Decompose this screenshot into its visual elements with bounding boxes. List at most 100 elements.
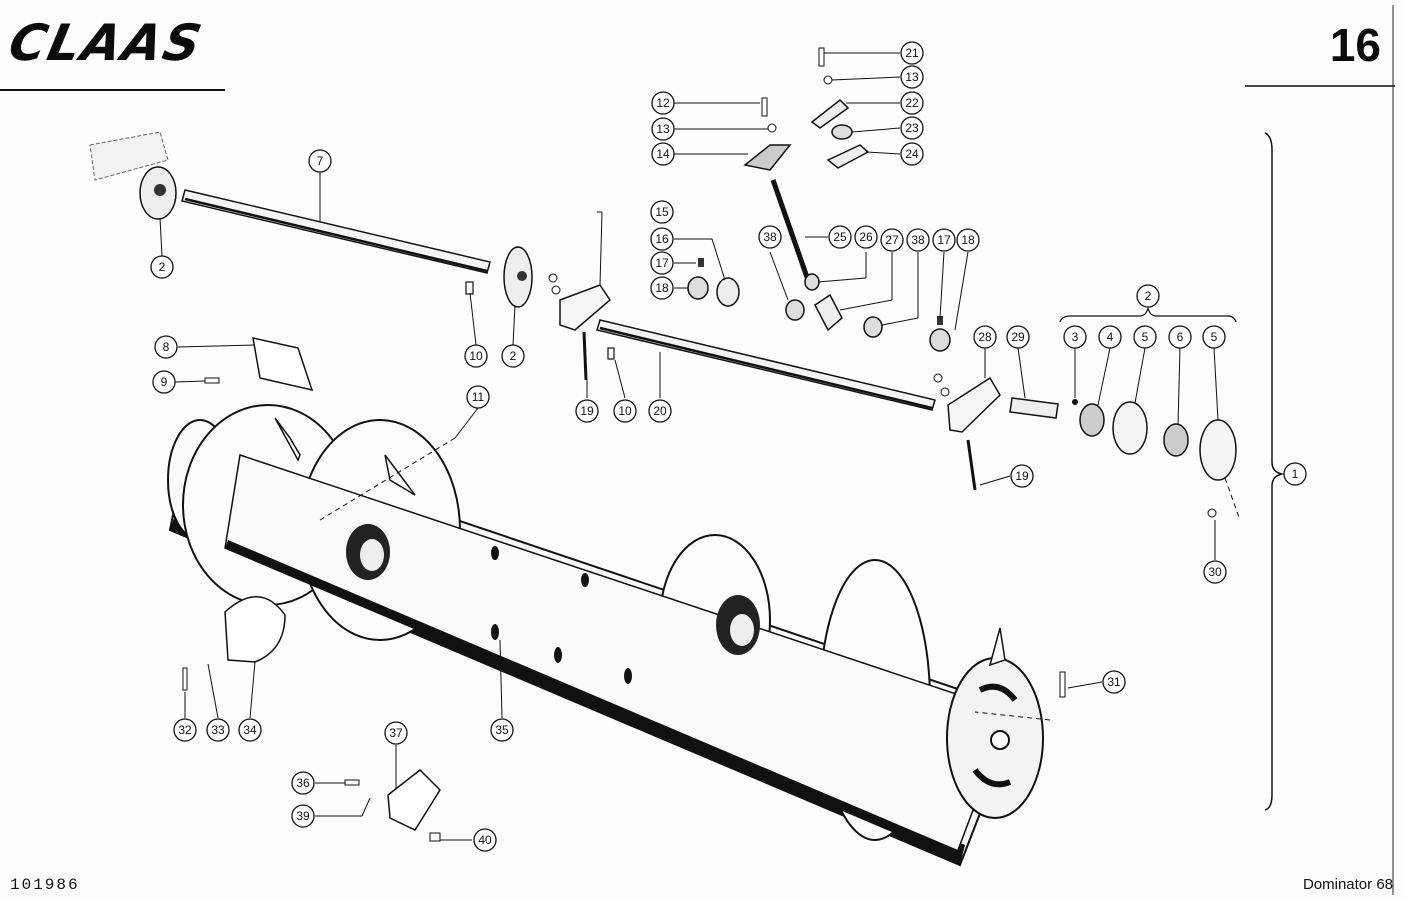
svg-text:12: 12	[656, 96, 670, 110]
svg-text:10: 10	[469, 349, 483, 363]
svg-text:20: 20	[653, 404, 667, 418]
svg-text:22: 22	[905, 96, 919, 110]
callout-19: 19	[575, 399, 599, 423]
callout-21: 21	[900, 41, 924, 65]
callout-26: 26	[854, 225, 878, 249]
flange-5-a	[1112, 401, 1148, 455]
pin-29	[1009, 397, 1059, 419]
svg-text:38: 38	[911, 233, 925, 247]
svg-text:7: 7	[317, 154, 324, 168]
lower-shaft-group	[548, 273, 1001, 491]
callout-27: 27	[880, 228, 904, 252]
cover-34	[224, 596, 286, 663]
nut-26	[804, 273, 820, 291]
svg-text:25: 25	[833, 230, 847, 244]
callout-10: 10	[464, 344, 488, 368]
svg-text:21: 21	[905, 46, 919, 60]
bolt-21	[818, 47, 825, 67]
svg-text:40: 40	[478, 833, 492, 847]
svg-text:2: 2	[510, 349, 517, 363]
bushing-38-a	[785, 299, 805, 321]
svg-text:18: 18	[961, 233, 975, 247]
svg-text:33: 33	[211, 723, 225, 737]
assembly-bracket	[1264, 132, 1283, 811]
callout-2: 2	[150, 255, 174, 279]
end-cap-hub	[990, 730, 1010, 750]
callout-37: 37	[384, 721, 408, 745]
callout-9: 9	[152, 370, 176, 394]
callout-25: 25	[828, 225, 852, 249]
callout-24: 24	[900, 142, 924, 166]
svg-text:4: 4	[1107, 330, 1114, 344]
svg-text:30: 30	[1208, 565, 1222, 579]
callout-31: 31	[1102, 670, 1126, 694]
callout-16: 16	[650, 227, 674, 251]
bearing-block-right	[947, 376, 1001, 433]
callout-15: 15	[650, 200, 674, 224]
nut-13-a	[767, 123, 777, 133]
document-number: 101986	[10, 876, 80, 894]
bolt-31	[1059, 671, 1066, 698]
auger-tube-front-shadow	[225, 540, 958, 858]
collar-18	[687, 276, 709, 300]
callout-11: 11	[466, 385, 490, 409]
end-cap-slot-1	[978, 683, 1018, 702]
setscrew-17	[698, 258, 704, 267]
callout-18: 18	[650, 276, 674, 300]
bolt-9	[204, 377, 220, 384]
callout-7: 7	[308, 149, 332, 173]
yoke-27	[814, 293, 843, 332]
page-number: 16	[1329, 19, 1381, 71]
callout-33: 33	[206, 718, 230, 742]
callout-5: 5	[1133, 325, 1157, 349]
callout-2: 2	[501, 344, 525, 368]
bracket-37	[387, 769, 441, 831]
svg-text:37: 37	[389, 726, 403, 740]
callout-38: 38	[906, 228, 930, 252]
callout-28: 28	[973, 325, 997, 349]
nut-13-b	[823, 75, 833, 85]
callout-5: 5	[1202, 325, 1226, 349]
svg-text:19: 19	[580, 404, 594, 418]
callout-10: 10	[613, 399, 637, 423]
ring-3	[1072, 399, 1078, 405]
bolt-12	[761, 97, 768, 117]
callout-34: 34	[238, 718, 262, 742]
svg-text:13: 13	[905, 70, 919, 84]
svg-text:24: 24	[905, 147, 919, 161]
callout-1: 1	[1283, 462, 1307, 486]
svg-text:18: 18	[655, 281, 669, 295]
flight-gusset-1	[274, 417, 301, 462]
callout-17: 17	[932, 228, 956, 252]
flight-gusset-2	[384, 454, 416, 496]
bolt-36	[344, 779, 360, 786]
svg-text:38: 38	[763, 230, 777, 244]
bolt-40	[429, 832, 441, 842]
callout-35: 35	[490, 718, 514, 742]
phantom-lines	[319, 437, 1241, 721]
callout-8: 8	[154, 335, 178, 359]
svg-text:23: 23	[905, 121, 919, 135]
svg-text:1: 1	[1292, 467, 1299, 481]
svg-text:31: 31	[1107, 675, 1121, 689]
upper-shaft-group	[89, 131, 533, 308]
svg-text:9: 9	[161, 375, 168, 389]
key-lower	[607, 347, 615, 360]
svg-text:17: 17	[655, 256, 669, 270]
collar-18-b	[929, 328, 951, 352]
callout-17: 17	[650, 251, 674, 275]
svg-text:3: 3	[1072, 330, 1079, 344]
bolt-19-left	[582, 331, 588, 381]
svg-text:6: 6	[1177, 330, 1184, 344]
svg-text:35: 35	[495, 723, 509, 737]
callout-bubbles: 1 2 2 2 3 4 5 6 5 7 8 9 10 10 11 12 13 1…	[150, 41, 1307, 852]
model-name: Dominator 68	[1302, 876, 1393, 893]
housing-14	[743, 144, 792, 171]
sprocket-ghost	[89, 131, 169, 181]
bearing-block-left	[559, 284, 611, 331]
end-cap-slot-2	[972, 768, 1012, 788]
sleeve-23	[831, 124, 853, 140]
auger-assembly	[167, 404, 1044, 867]
svg-text:15: 15	[655, 205, 669, 219]
